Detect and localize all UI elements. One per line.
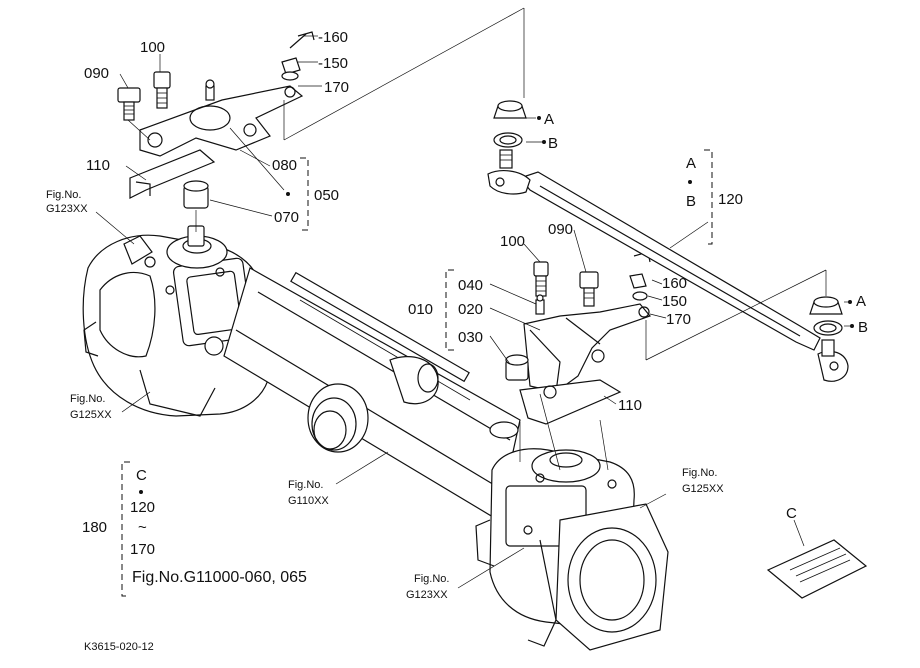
figref-1-line1: Fig.No. (46, 189, 81, 201)
label-020: 020 (458, 301, 483, 318)
callout-b-right: B (858, 319, 868, 336)
label-030: 030 (458, 329, 483, 346)
label-150-top: -150 (318, 55, 348, 72)
reference-lines (121, 7, 827, 597)
figref-5-line1: Fig.No. (682, 467, 717, 479)
figref-2-line2: G125XX (70, 409, 112, 421)
figref-4-line2: G123XX (406, 589, 448, 601)
label-070: 070 (274, 209, 299, 226)
label-090-mid: 090 (548, 221, 573, 238)
callout-c-ref: C (786, 505, 797, 522)
figref-2-line1: Fig.No. (70, 393, 105, 405)
label-090-top: 090 (84, 65, 109, 82)
leader-lines (95, 35, 852, 589)
figref-1-line2: G123XX (46, 203, 88, 215)
group-b: B (686, 193, 696, 210)
part-labels: -160 -150 170 100 090 110 080 050 070 A … (46, 29, 868, 653)
axle-housing (82, 225, 669, 651)
dot-group-c (139, 490, 143, 494)
label-050: 050 (314, 187, 339, 204)
tie-rod (487, 100, 849, 382)
range-start: 120 (130, 499, 155, 516)
dot-050 (286, 192, 290, 196)
figref-4-line1: Fig.No. (414, 573, 449, 585)
label-170-top: 170 (324, 79, 349, 96)
label-180: 180 (82, 519, 107, 536)
label-080: 080 (272, 157, 297, 174)
label-110-mid: 110 (618, 397, 642, 414)
label-100-top: 100 (140, 39, 165, 56)
range-tilde: ~ (138, 519, 147, 536)
label-150-mid: 150 (662, 293, 687, 310)
group-c: C (136, 467, 147, 484)
dot-a-top (537, 116, 541, 120)
manual-c (766, 519, 868, 599)
label-110-top: 110 (86, 157, 110, 174)
dot-group-ab (688, 180, 692, 184)
callout-b-top: B (548, 135, 558, 152)
label-120: 120 (718, 191, 743, 208)
range-end: 170 (130, 541, 155, 558)
callout-a-right: A (856, 293, 866, 310)
label-160-top: -160 (318, 29, 348, 46)
figref-3-line1: Fig.No. (288, 479, 323, 491)
dot-a-right (848, 300, 852, 304)
label-170-mid: 170 (666, 311, 691, 328)
figref-5-line2: G125XX (682, 483, 724, 495)
drawing-code: K3615-020-12 (84, 641, 154, 653)
label-160-mid: 160 (662, 275, 687, 292)
figref-3-line2: G110XX (288, 495, 329, 507)
label-100-mid: 100 (500, 233, 525, 250)
fig-ref-180: Fig.No.G11000-060, 065 (132, 569, 307, 586)
label-040: 040 (458, 277, 483, 294)
left-knuckle-arm (117, 31, 315, 209)
callout-a-top: A (544, 111, 554, 128)
label-010: 010 (408, 301, 433, 318)
dot-b-top (542, 140, 546, 144)
dot-b-right (850, 324, 854, 328)
group-a: A (686, 155, 696, 172)
